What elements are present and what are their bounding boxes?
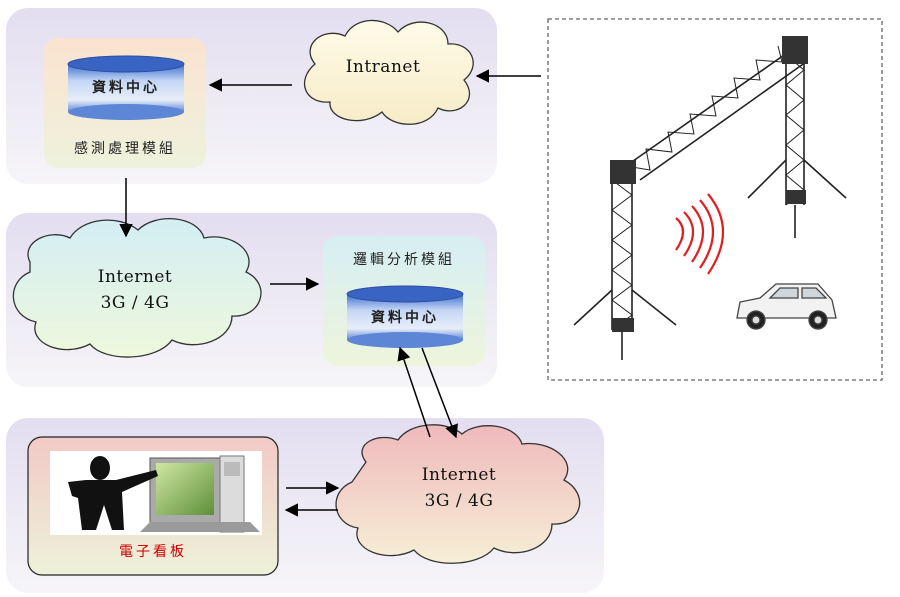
- sensing-module-label: 感測處理模組: [74, 141, 176, 157]
- data-center-label: 資料中心: [92, 80, 160, 96]
- truss-joint: [782, 36, 808, 64]
- intranet-cloud: [304, 19, 474, 125]
- truss-joint: [610, 160, 636, 184]
- signal-wave-icon: [675, 193, 725, 275]
- truss-joint: [786, 190, 806, 204]
- internet-label-middle: Internet 3G / 4G: [97, 267, 173, 314]
- arrow-logic-db-to-internet: [421, 347, 458, 439]
- database-icon: [67, 55, 185, 120]
- internet-label-bottom: Internet 3G / 4G: [421, 465, 497, 512]
- data-center-label: 資料中心: [371, 310, 439, 326]
- arrow-internet-to-logic-db: [397, 346, 431, 438]
- gantry-photo-frame: [547, 18, 883, 381]
- internet-cloud-middle: [12, 218, 262, 358]
- database-icon: [346, 285, 464, 348]
- gantry-truss-icon: [573, 40, 847, 360]
- truss-joint: [612, 318, 634, 332]
- person-display-icon: [50, 451, 262, 535]
- car-icon: [736, 283, 837, 330]
- internet-cloud-bottom: [335, 424, 581, 564]
- logic-module-label: 邏輯分析模組: [353, 252, 455, 268]
- digital-signage-label: 電子看板: [119, 544, 187, 560]
- intranet-label: Intranet: [345, 57, 421, 77]
